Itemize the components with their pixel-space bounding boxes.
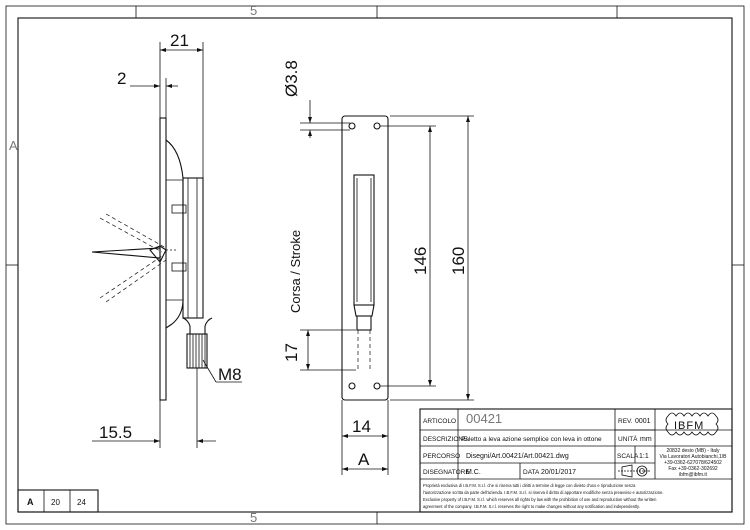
dimension-d3-8-label: Ø3.8 <box>282 60 301 97</box>
articolo-label: ARTICOLO <box>423 418 456 425</box>
dimension-2-label: 2 <box>117 69 126 88</box>
dimension-15-5: 15.5 <box>92 368 216 448</box>
front-lever-tip <box>353 304 375 317</box>
thread-lines <box>189 334 206 368</box>
disclaimer-text: Proprietà esclusiva di I.B.F.M. S.r.l. c… <box>423 483 663 509</box>
percorso-label: PERCORSO <box>423 453 460 460</box>
percorso-value: Disegni/Art.00421/Art.00421.dwg <box>466 453 569 460</box>
svg-text:20832 desio (MB) - Italy: 20832 desio (MB) - Italy <box>666 448 720 454</box>
scala-value: 1:1 <box>639 453 649 460</box>
ibfm-logo: IBFM <box>665 412 719 436</box>
dimension-21: 21 <box>159 31 204 178</box>
dimension-17: 17 <box>282 329 356 371</box>
format-width: 20 <box>51 498 60 507</box>
grid-label-top: 5 <box>250 3 257 18</box>
corsa-stroke-label: Corsa / Stroke <box>288 230 303 313</box>
dimension-17-label: 17 <box>282 343 301 362</box>
side-plate <box>159 117 167 401</box>
data-label: DATA <box>523 469 540 476</box>
front-lever-slot <box>353 174 375 306</box>
scala-label: SCALA <box>617 453 639 460</box>
screw-hole-top-right <box>373 122 381 130</box>
svg-text:agreement of the company. I.B.: agreement of the company. I.B.F.M. S.r.l… <box>423 504 640 509</box>
rev-label: REV. <box>618 418 633 425</box>
rev-value: 0001 <box>635 418 651 425</box>
dimension-146: 146 <box>380 125 436 387</box>
company-address: 20832 desio (MB) - Italy Via Lavoratori … <box>660 448 728 478</box>
articolo-value: 00421 <box>466 411 502 426</box>
svg-text:Proprietà esclusiva di I.B.F.M: Proprietà esclusiva di I.B.F.M. S.r.l. c… <box>423 483 636 488</box>
unita-value: mm <box>640 436 652 443</box>
m8-label: M8 <box>218 365 242 384</box>
format-letter: A <box>27 497 34 507</box>
screw-hole-bottom-left <box>348 382 356 390</box>
side-lever-dashed-up <box>99 217 163 253</box>
svg-text:ibfm@ibfm.it: ibfm@ibfm.it <box>679 472 707 478</box>
screw-hole-bottom-right <box>373 382 381 390</box>
screw-hole-top-left <box>348 122 356 130</box>
logo-text: IBFM <box>674 420 704 432</box>
unita-label: UNITÀ <box>618 434 638 443</box>
dimension-d3-8: Ø3.8 <box>282 60 350 138</box>
section-a-label: A <box>358 450 370 469</box>
descrizione-label: DESCRIZIONE <box>423 436 468 443</box>
dimension-160: 160 <box>390 115 474 401</box>
side-pin-top <box>171 204 187 214</box>
dimension-14-label: 14 <box>352 417 371 436</box>
dimension-14: 14 <box>341 400 389 442</box>
dimension-2: 2 <box>117 69 178 138</box>
section-a-dimension: A <box>341 442 389 475</box>
data-value: 20/01/2017 <box>541 469 576 476</box>
svg-text:l'autorizzazione scritta da pa: l'autorizzazione scritta da parte dell'a… <box>423 490 663 495</box>
format-height: 24 <box>77 498 86 507</box>
grid-label-left: A <box>9 138 18 153</box>
svg-text:Via Lavoratori Autobianchi,1/B: Via Lavoratori Autobianchi,1/B <box>660 454 728 460</box>
dimension-160-label: 160 <box>449 247 468 275</box>
grid-label-bottom: 5 <box>250 510 257 525</box>
svg-text:Fax +39-0362-302692: Fax +39-0362-302692 <box>668 466 718 472</box>
projection-symbol-icon <box>618 464 650 478</box>
front-plate <box>341 115 389 401</box>
leader-m8: M8 <box>202 359 242 384</box>
disegnatore-label: DISEGNATORE <box>423 469 470 476</box>
dimension-146-label: 146 <box>411 247 430 275</box>
side-pin-bottom <box>171 262 187 272</box>
side-bolt <box>182 177 204 319</box>
svg-text:+39-0362-627078/624502: +39-0362-627078/624502 <box>664 460 722 466</box>
svg-text:Exclusive property of I.B.F.M.: Exclusive property of I.B.F.M. S.r.l. wh… <box>423 497 657 502</box>
disegnatore-value: M.C. <box>466 469 481 476</box>
side-lever-dashed-down <box>99 255 163 299</box>
side-view <box>91 117 213 401</box>
title-block: ARTICOLO 00421 REV. 0001 DESCRIZIONE Pal… <box>419 408 733 513</box>
front-view <box>341 115 389 401</box>
side-neck <box>182 317 213 335</box>
descrizione-value: Paletto a leva azione semplice con leva … <box>461 436 602 443</box>
dimension-15-5-label: 15.5 <box>99 423 132 442</box>
dimension-21-label: 21 <box>170 31 189 50</box>
side-lever <box>91 247 161 259</box>
sheet-format-box: A 20 24 <box>17 489 99 513</box>
